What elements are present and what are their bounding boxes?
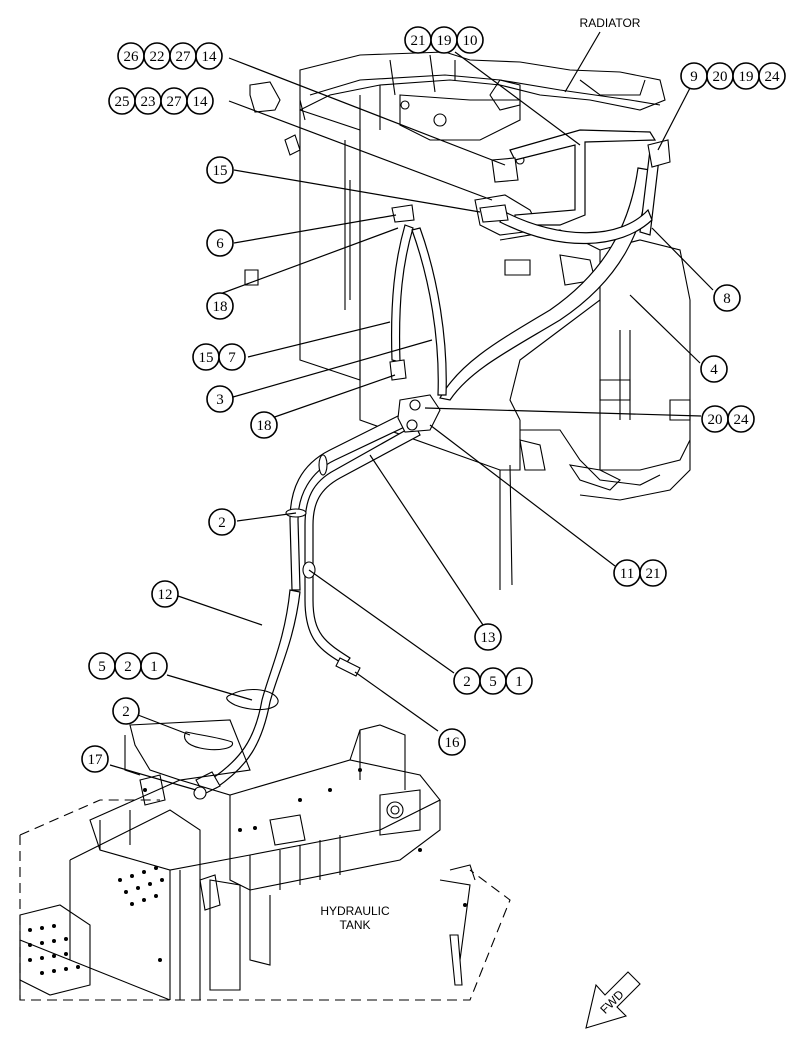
callout-bubble: [727, 405, 755, 433]
callout-bubble: [81, 745, 109, 773]
callout-16: 16: [438, 728, 466, 756]
callout-2-5-1: 2 5 1: [453, 667, 533, 695]
callout-number: 27: [176, 49, 192, 65]
callout-bubble: [206, 156, 234, 184]
callout-number: 2: [463, 674, 471, 690]
callout-number: 3: [216, 392, 224, 408]
callout-bubble: [195, 42, 223, 70]
callout-bubble: [438, 728, 466, 756]
callout-number: 16: [445, 735, 461, 751]
callout-bubble: [206, 292, 234, 320]
callout-bubble: [208, 508, 236, 536]
callout-18b: 18: [250, 411, 278, 439]
callout-number: 20: [713, 69, 728, 85]
callout-number: 2: [122, 704, 130, 720]
callout-number: 14: [202, 49, 218, 65]
radiator-label: RADIATOR: [580, 16, 641, 30]
callout-number: 19: [739, 69, 754, 85]
callout-bubble: [250, 411, 278, 439]
callout-number: 22: [150, 49, 165, 65]
callout-number: 21: [646, 566, 661, 582]
callout-2a: 2: [208, 508, 236, 536]
callout-8: 8: [713, 284, 741, 312]
hydraulic-tank-label-line2: TANK: [339, 918, 370, 932]
callout-number: 6: [216, 236, 224, 252]
hose-routing: [183, 139, 671, 800]
callout-number: 10: [463, 33, 478, 49]
radiator-assembly: [244, 51, 691, 590]
callout-number: 11: [620, 566, 634, 582]
callout-number: 2: [218, 515, 226, 531]
callout-number: 18: [257, 418, 272, 434]
callout-number: 13: [481, 630, 496, 646]
callout-2b: 2: [112, 697, 140, 725]
callout-bubble: [151, 580, 179, 608]
callout-26-22-27-14: 26 22 27 14: [117, 42, 223, 70]
callout-number: 9: [690, 69, 698, 85]
callout-number: 21: [411, 33, 426, 49]
callout-4: 4: [700, 355, 728, 383]
callout-bubble: [218, 343, 246, 371]
callout-bubble: [206, 229, 234, 257]
hydraulic-tank-assembly: HYDRAULIC TANK: [19, 719, 511, 1001]
radiator-leader: [564, 31, 601, 93]
callout-13: 13: [474, 623, 502, 651]
callout-21-19-10: 21 19 10: [404, 26, 484, 54]
callout-number: 24: [734, 412, 750, 428]
callout-3: 3: [206, 385, 234, 413]
callout-number: 18: [213, 299, 228, 315]
callout-bubble: [758, 62, 786, 90]
callout-18a: 18: [206, 292, 234, 320]
callout-bubble: [186, 87, 214, 115]
callout-bubble: [639, 559, 667, 587]
callout-5-2-1: 5 2 1: [88, 652, 168, 680]
callout-number: 12: [158, 587, 173, 603]
callout-number: 26: [124, 49, 140, 65]
callout-number: 14: [193, 94, 209, 110]
callout-15-7: 15 7: [192, 343, 246, 371]
callout-25-23-27-14: 25 23 27 14: [108, 87, 214, 115]
callout-number: 24: [765, 69, 781, 85]
callout-9-20-19-24: 9 20 19 24: [680, 62, 786, 90]
callout-number: 1: [515, 674, 523, 690]
callout-11-21: 11 21: [613, 559, 667, 587]
callout-number: 1: [150, 659, 158, 675]
callout-bubble: [474, 623, 502, 651]
callout-number: 2: [124, 659, 132, 675]
callout-bubble: [713, 284, 741, 312]
callout-number: 7: [228, 350, 236, 366]
callout-number: 15: [199, 350, 214, 366]
callout-bubble: [206, 385, 234, 413]
callout-bubble: [456, 26, 484, 54]
callout-number: 5: [489, 674, 497, 690]
callout-bubble: [112, 697, 140, 725]
callout-bubble: [700, 355, 728, 383]
callout-15a: 15: [206, 156, 234, 184]
callout-bubble: [140, 652, 168, 680]
fwd-arrow: FWD: [585, 971, 641, 1029]
callout-number: 25: [115, 94, 130, 110]
callout-number: 20: [708, 412, 723, 428]
callout-number: 15: [213, 163, 228, 179]
leader-lines: [109, 51, 714, 791]
callout-number: 27: [167, 94, 183, 110]
callout-number: 23: [141, 94, 156, 110]
callout-17: 17: [81, 745, 109, 773]
callout-bubble: [505, 667, 533, 695]
callout-12: 12: [151, 580, 179, 608]
callout-number: 4: [710, 362, 718, 378]
callout-number: 17: [88, 752, 104, 768]
callout-number: 8: [723, 291, 731, 307]
callout-number: 19: [437, 33, 452, 49]
callout-number: 5: [98, 659, 106, 675]
callout-6: 6: [206, 229, 234, 257]
hydraulic-tank-label-line1: HYDRAULIC: [320, 904, 390, 918]
